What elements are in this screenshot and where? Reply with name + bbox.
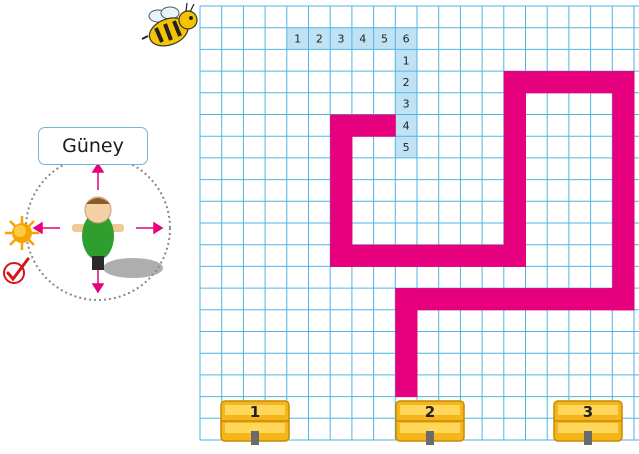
path-cell — [504, 288, 526, 310]
path-cell — [330, 223, 352, 245]
path-cell — [612, 71, 634, 93]
path-cell — [612, 223, 634, 245]
path-cell — [612, 93, 634, 115]
path-cell — [504, 245, 526, 267]
path-cell — [417, 245, 439, 267]
path-cell — [330, 136, 352, 158]
path-cell — [482, 245, 504, 267]
path-cell — [504, 115, 526, 137]
path-cell — [612, 158, 634, 180]
treasure-chest-icon[interactable]: 1 — [221, 401, 289, 445]
path-cell — [504, 180, 526, 202]
target-number: 3 — [583, 403, 593, 421]
path-cell — [504, 158, 526, 180]
path-cell — [330, 245, 352, 267]
path-cell — [612, 136, 634, 158]
column-number: 4 — [359, 33, 366, 46]
path-cell — [612, 266, 634, 288]
target-number: 2 — [425, 403, 435, 421]
row-number: 1 — [403, 54, 410, 67]
direction-label: Güney — [38, 127, 148, 165]
path-cell — [374, 115, 396, 137]
target-number: 1 — [250, 403, 260, 421]
path-cell — [569, 71, 591, 93]
path-cell — [395, 375, 417, 397]
row-number: 3 — [403, 98, 410, 111]
sun-icon — [5, 216, 39, 250]
bee-icon — [142, 3, 197, 51]
path-cell — [374, 245, 396, 267]
path-cell — [330, 158, 352, 180]
path-cell — [482, 288, 504, 310]
path-cell — [352, 115, 374, 137]
path-cell — [352, 245, 374, 267]
path-cell — [526, 288, 548, 310]
column-number: 3 — [338, 33, 345, 46]
path-cell — [417, 288, 439, 310]
row-number: 2 — [403, 76, 410, 89]
path-cell — [612, 245, 634, 267]
path-cell — [460, 288, 482, 310]
treasure-chest-icon[interactable]: 3 — [554, 401, 622, 445]
path-cell — [395, 245, 417, 267]
path-cell — [612, 180, 634, 202]
path-cell — [395, 310, 417, 332]
path-cell — [504, 71, 526, 93]
path-cell — [591, 288, 613, 310]
column-number: 6 — [403, 33, 410, 46]
path-cell — [330, 180, 352, 202]
path-cell — [330, 115, 352, 137]
path-cell — [547, 71, 569, 93]
path-cell — [612, 288, 634, 310]
path-cell — [612, 115, 634, 137]
path-cell — [547, 288, 569, 310]
path-cell — [439, 288, 461, 310]
path-cell — [395, 353, 417, 375]
path-cell — [395, 332, 417, 354]
child-compass-icon — [26, 156, 170, 300]
path-cell — [591, 71, 613, 93]
path-cell — [504, 93, 526, 115]
row-number: 5 — [403, 141, 410, 154]
row-number: 4 — [403, 119, 410, 132]
column-number: 5 — [381, 33, 388, 46]
path-cell — [439, 245, 461, 267]
path-cell — [504, 223, 526, 245]
targets: 1 2 3 — [221, 401, 622, 445]
treasure-chest-icon[interactable]: 2 — [396, 401, 464, 445]
path-cell — [395, 288, 417, 310]
path-cell — [504, 201, 526, 223]
path-cell — [569, 288, 591, 310]
column-number: 1 — [294, 33, 301, 46]
path-cell — [612, 201, 634, 223]
path-cell — [504, 136, 526, 158]
checkmark-icon — [4, 259, 28, 283]
column-number: 2 — [316, 33, 323, 46]
path-cell — [460, 245, 482, 267]
path-cell — [526, 71, 548, 93]
path-cell — [330, 201, 352, 223]
